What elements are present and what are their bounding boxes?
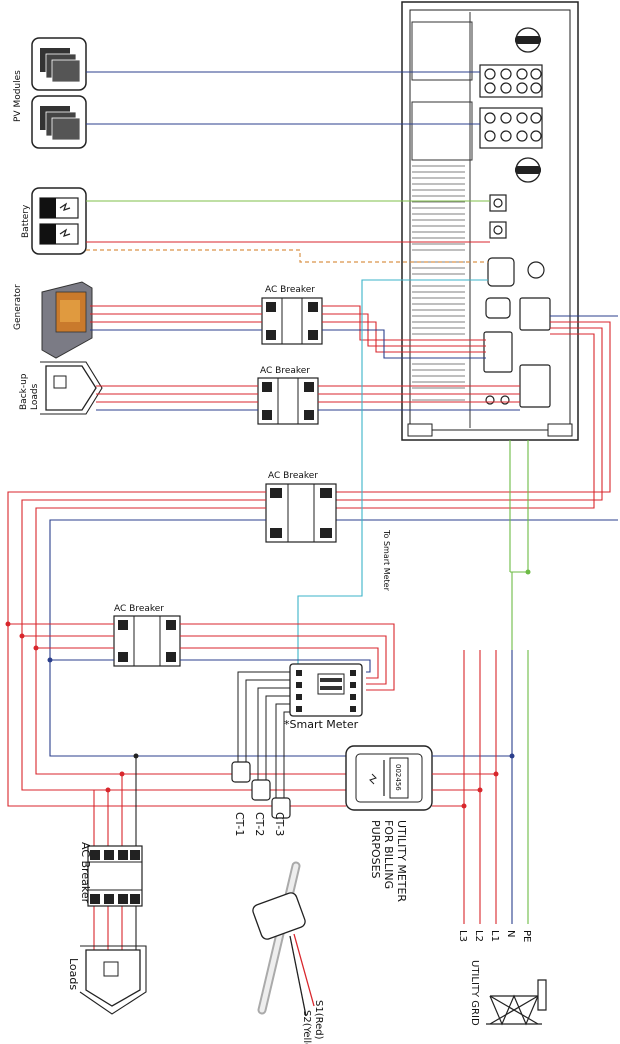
pv-module-2 (31, 95, 87, 149)
pv-module-1 (31, 37, 87, 91)
ct-3-label: CT-3 (273, 812, 286, 836)
ct-1-label: CT-1 (233, 812, 246, 836)
ct-wires (237, 671, 290, 800)
generator-wires (90, 305, 486, 359)
backup-loads-house-icon (40, 361, 103, 415)
backup-wires (96, 385, 520, 411)
main-ac-breaker (265, 483, 337, 543)
generator-ac-breaker (261, 297, 323, 345)
grid-l3-label: L3 (457, 930, 468, 942)
main-ac-breaker-label: AC Breaker (268, 471, 318, 481)
utility-meter-label-line1: UTILITY METER (395, 820, 408, 902)
smart-meter-label: *Smart Meter (284, 718, 359, 731)
utility-grid-wires (432, 650, 529, 924)
pv-switch-icon (515, 157, 541, 183)
ct-1-icon (231, 761, 251, 783)
utility-grid-tower-icon (486, 979, 547, 1026)
ct-s2-label: S2(Yellow) (301, 1010, 312, 1044)
utility-meter (345, 745, 433, 811)
smart-meter (289, 663, 363, 717)
utility-meter-label-line3: PURPOSES (369, 820, 382, 879)
load-side-ac-breaker (113, 615, 181, 667)
grid-l2-label: L2 (473, 930, 484, 942)
loads-label: Loads (67, 958, 80, 990)
battery-wires (86, 200, 490, 263)
utility-meter-display: 002456 (394, 764, 402, 791)
backup-loads-label-line1: Back-up (19, 373, 29, 410)
pv-switch-icon (515, 27, 541, 53)
utility-grid-label: UTILITY GRID (469, 960, 480, 1026)
battery (31, 187, 87, 255)
generator-ac-breaker-label: AC Breaker (265, 285, 315, 295)
generator (41, 281, 93, 359)
backup-loads-label-line2: Loads (30, 383, 40, 410)
hybrid-inverter (401, 1, 579, 441)
smart-meter-comm-wire (297, 279, 488, 666)
grid-pe-label: PE (521, 930, 532, 942)
battery-connectors-icon (489, 194, 507, 239)
ct-clamp-illustration (252, 861, 315, 1017)
load-side-ac-breaker-label: AC Breaker (114, 604, 164, 614)
main-breaker-left-wires (7, 491, 346, 807)
loads-ac-breaker-label: AC Breaker (79, 842, 92, 904)
ct-2-label: CT-2 (253, 812, 266, 836)
ct-3-icon (271, 797, 291, 819)
loads-house-icon (79, 945, 147, 1015)
generator-label: Generator (13, 284, 23, 330)
utility-meter-label-line2: FOR BILLING (382, 820, 395, 889)
loads-ac-breaker (87, 845, 143, 907)
ct-2-icon (251, 779, 271, 801)
battery-label: Battery (21, 204, 31, 238)
pv-connectors-icon (479, 64, 543, 149)
backup-ac-breaker-label: AC Breaker (260, 366, 310, 376)
to-smart-meter-label: To Smart Meter (382, 529, 391, 592)
grid-n-label: N (505, 930, 516, 937)
loads-wires (93, 753, 139, 952)
grid-l1-label: L1 (489, 930, 500, 942)
pv-modules-label: PV Modules (13, 70, 23, 122)
inverter-grid-wires (336, 315, 618, 650)
load-side-breaker-wires (5, 621, 395, 691)
pv-wires (86, 71, 480, 125)
backup-ac-breaker (257, 377, 319, 425)
ct-s1-label: S1(Red) (313, 1000, 324, 1040)
